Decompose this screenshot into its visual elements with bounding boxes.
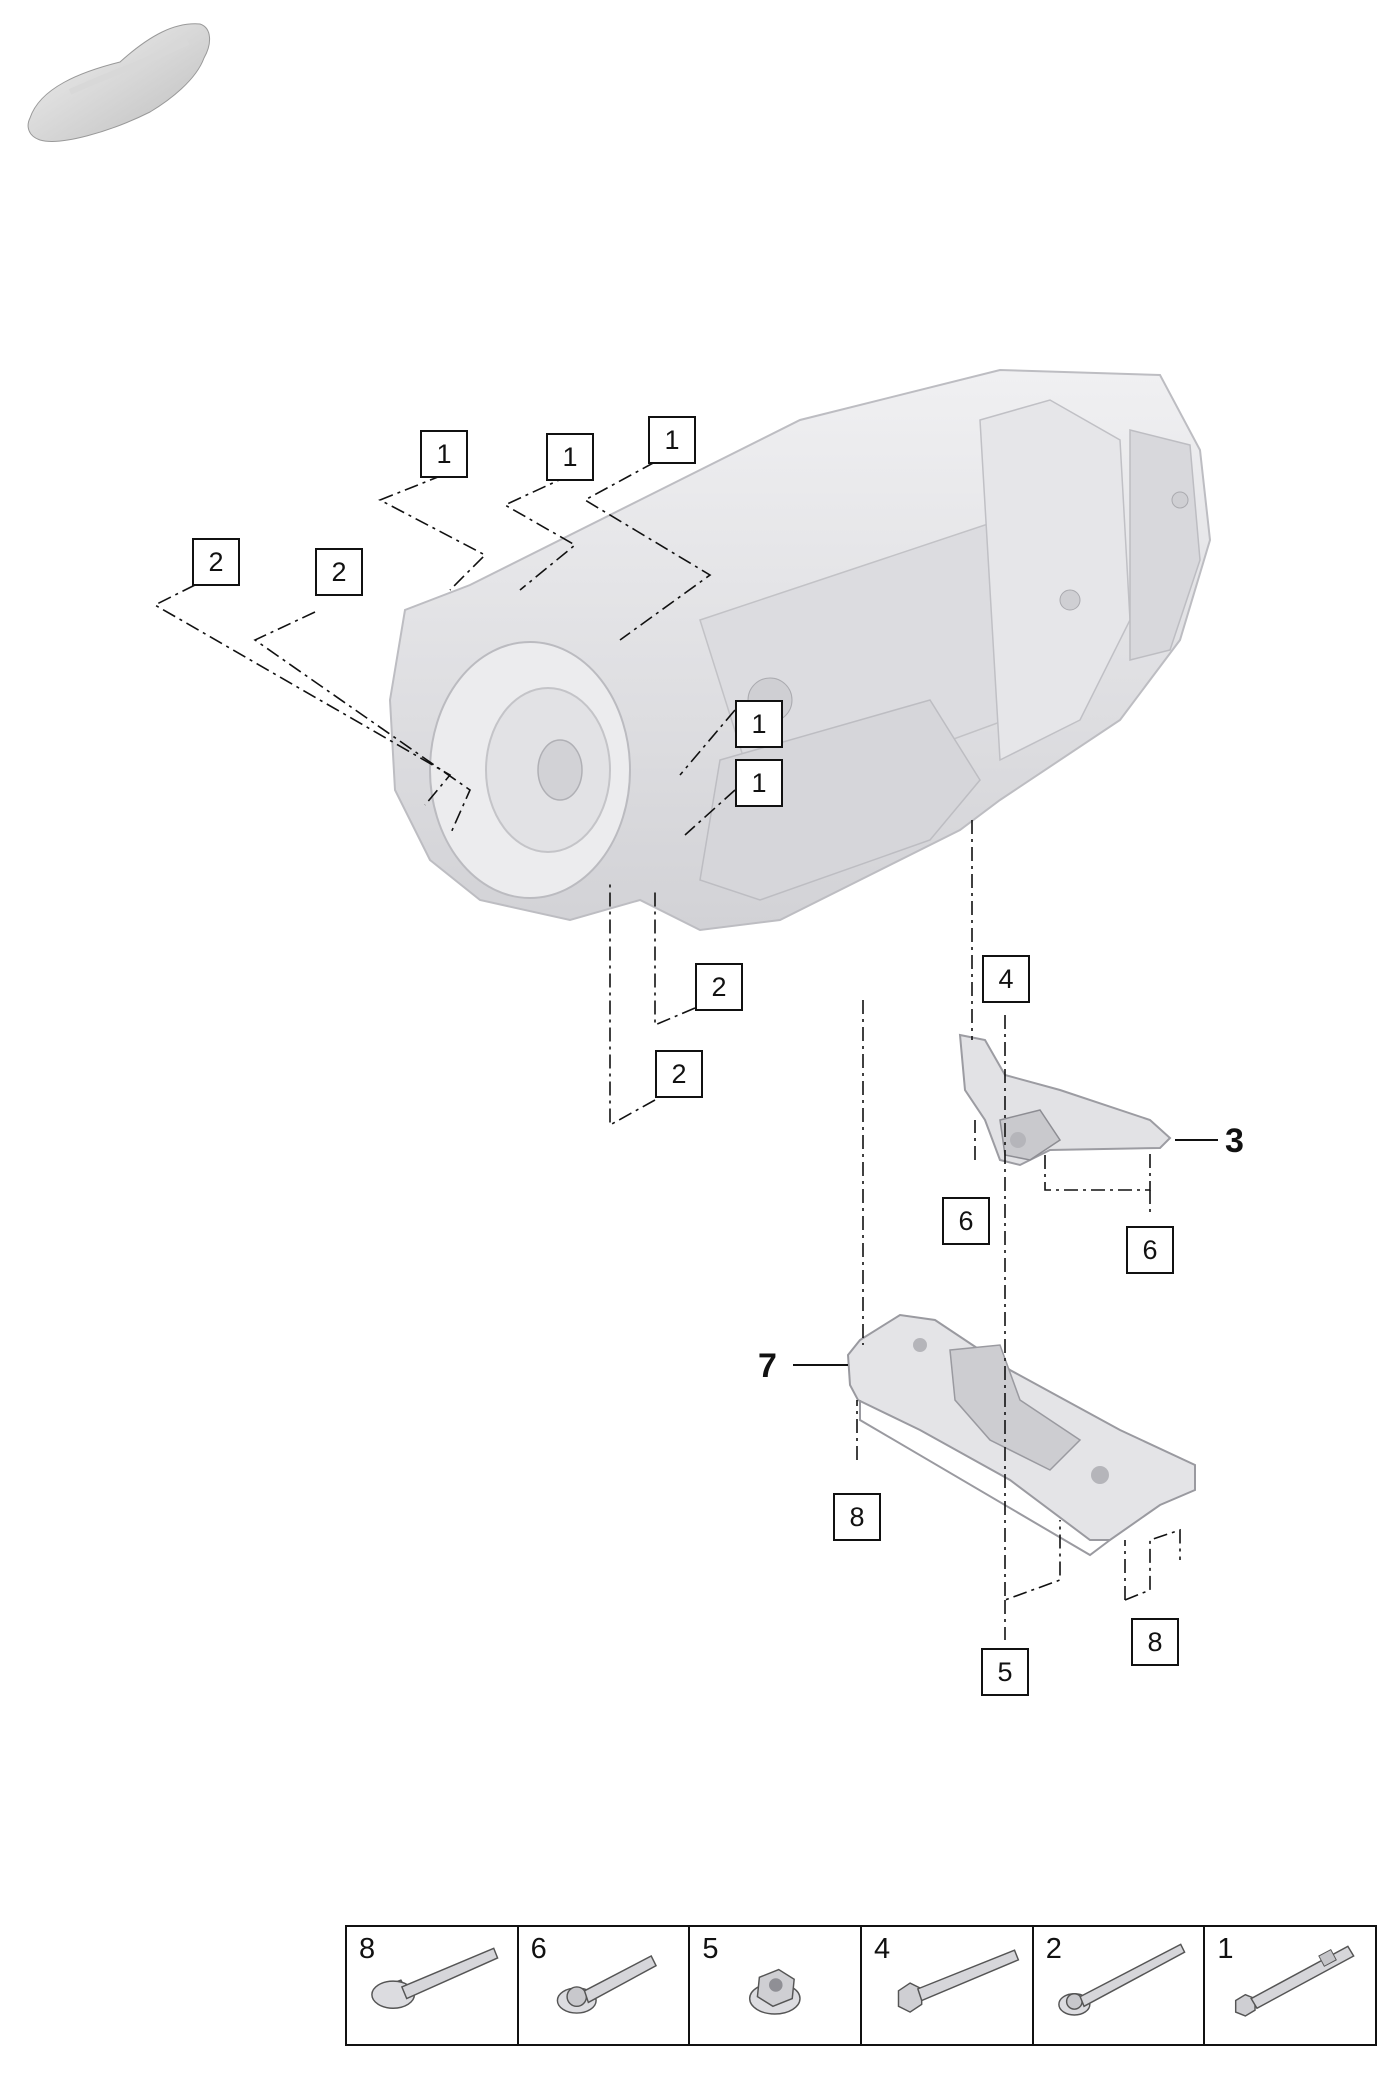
callout-6: 6 bbox=[942, 1197, 990, 1245]
callout-2: 2 bbox=[695, 963, 743, 1011]
legend-number: 2 bbox=[1045, 1933, 1062, 1965]
callout-1: 1 bbox=[735, 700, 783, 748]
legend-cell-4: 4 bbox=[862, 1927, 1034, 2044]
callout-1: 1 bbox=[735, 759, 783, 807]
callout-5: 5 bbox=[981, 1648, 1029, 1696]
torx-flange-bolt-icon bbox=[556, 1955, 657, 2014]
fastener-legend: 8 6 5 4 2 bbox=[345, 1925, 1377, 2046]
callout-8: 8 bbox=[1131, 1618, 1179, 1666]
callout-6: 6 bbox=[1126, 1226, 1174, 1274]
legend-cell-1: 1 bbox=[1205, 1927, 1375, 2044]
part-label-3: 3 bbox=[1225, 1122, 1244, 1160]
legend-number: 4 bbox=[874, 1933, 891, 1965]
transmission-housing bbox=[388, 368, 1212, 932]
legend-number: 5 bbox=[702, 1933, 719, 1965]
callout-1: 1 bbox=[648, 416, 696, 464]
legend-cell-8: 8 bbox=[347, 1927, 519, 2044]
car-thumbnail-icon bbox=[27, 23, 210, 142]
hex-flange-nut-icon bbox=[749, 1968, 802, 2015]
legend-number: 8 bbox=[359, 1933, 376, 1965]
long-torx-bolt-icon bbox=[1057, 1943, 1186, 2016]
legend-cell-2: 2 bbox=[1034, 1927, 1206, 2044]
leader-lines bbox=[153, 461, 1181, 1640]
callout-4: 4 bbox=[982, 955, 1030, 1003]
solid-leaders bbox=[793, 1139, 1218, 1366]
crossmember bbox=[846, 1313, 1196, 1557]
callout-1: 1 bbox=[420, 430, 468, 478]
legend-cell-6: 6 bbox=[519, 1927, 691, 2044]
part-label-7: 7 bbox=[758, 1347, 777, 1385]
mount-bracket bbox=[958, 1033, 1172, 1167]
legend-number: 6 bbox=[530, 1933, 547, 1965]
long-hex-bolt-icon bbox=[1235, 1945, 1356, 2017]
callout-2: 2 bbox=[655, 1050, 703, 1098]
legend-number: 1 bbox=[1217, 1933, 1234, 1965]
callout-2: 2 bbox=[192, 538, 240, 586]
legend-cell-5: 5 bbox=[690, 1927, 863, 2044]
callout-2: 2 bbox=[315, 548, 363, 596]
hex-flange-bolt-icon bbox=[371, 1947, 499, 2009]
callout-1: 1 bbox=[546, 433, 594, 481]
hex-bolt-icon bbox=[897, 1949, 1020, 2013]
callout-8: 8 bbox=[833, 1493, 881, 1541]
